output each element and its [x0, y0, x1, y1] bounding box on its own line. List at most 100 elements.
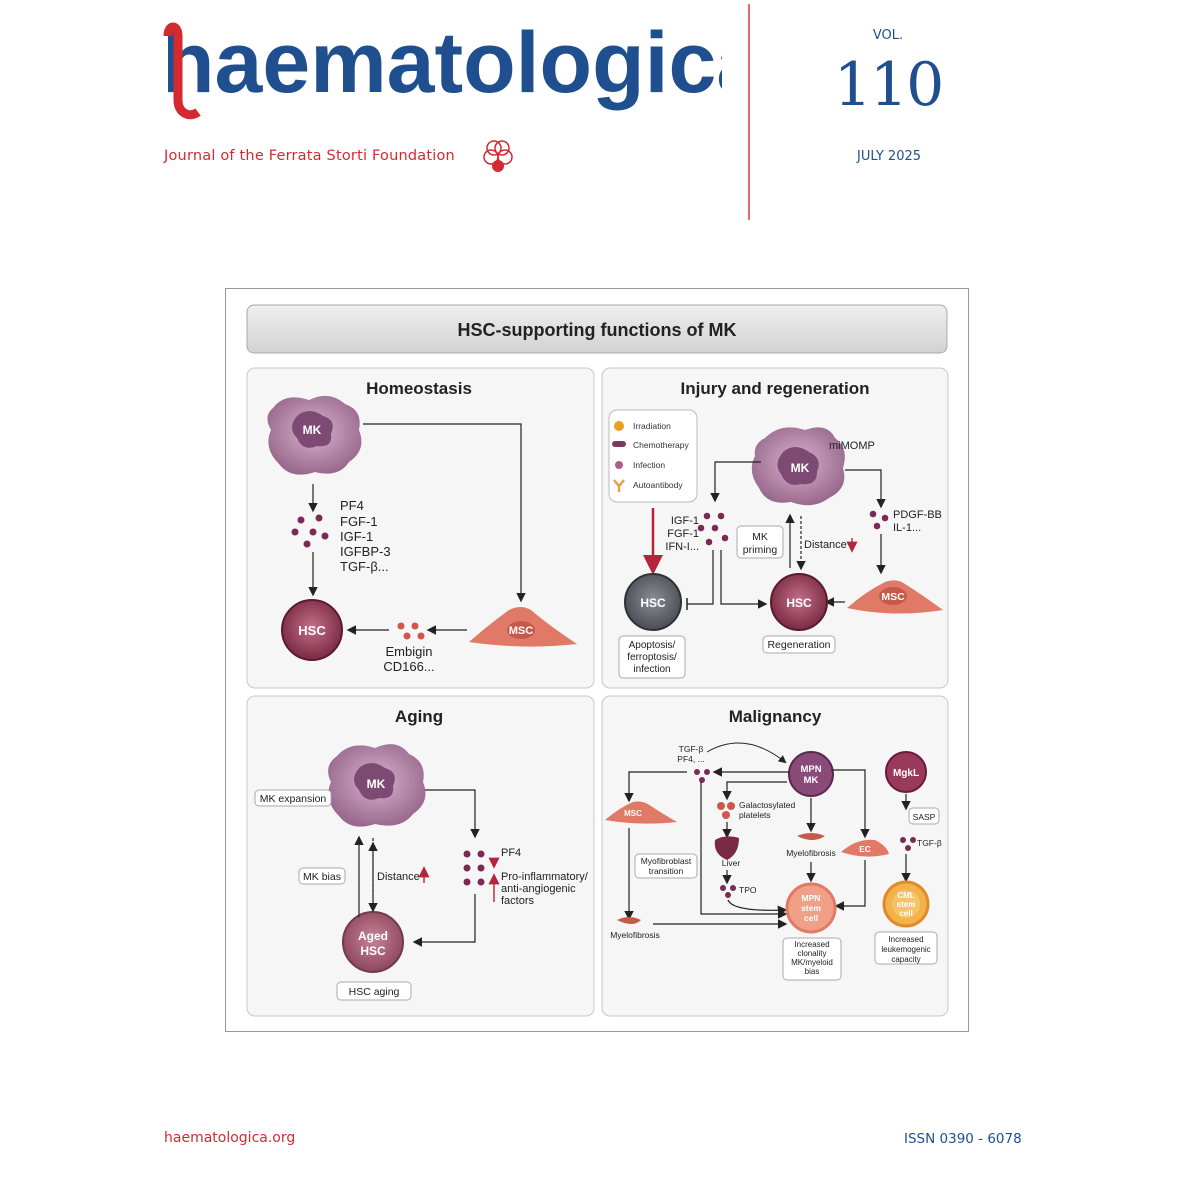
- mk-bias-box: [298, 867, 346, 885]
- homeostasis-factor-dots: [291, 514, 329, 548]
- injury-mk-cell: MK: [751, 427, 845, 506]
- svg-text:bias: bias: [805, 967, 820, 976]
- issue-date: JULY 2025: [856, 149, 922, 164]
- svg-text:Increased: Increased: [888, 935, 923, 944]
- svg-text:TPO: TPO: [739, 885, 757, 895]
- svg-text:MK expansion: MK expansion: [260, 793, 327, 805]
- svg-text:MK bias: MK bias: [303, 871, 341, 883]
- svg-text:Infection: Infection: [633, 460, 665, 470]
- svg-text:cell: cell: [804, 913, 818, 923]
- journal-logo: haematologica: [162, 15, 722, 120]
- logo-h-accent: [163, 22, 201, 120]
- regeneration-box: [762, 635, 836, 654]
- svg-text:MPN: MPN: [800, 764, 821, 775]
- svg-text:CML: CML: [897, 891, 914, 900]
- svg-text:MPN: MPN: [802, 893, 821, 903]
- foundation-flower-icon: [483, 140, 513, 172]
- pdgf-label: PDGF-BB: [893, 509, 942, 521]
- mimomp-label: miMOMP: [829, 440, 875, 452]
- svg-text:ferroptosis/: ferroptosis/: [627, 652, 677, 663]
- svg-text:factors: factors: [501, 895, 535, 907]
- platelet-dots: [717, 802, 735, 819]
- svg-text:Irradiation: Irradiation: [633, 421, 671, 431]
- injury-factor-dots: [697, 512, 729, 546]
- malignancy-heading: Malignancy: [729, 707, 822, 726]
- svg-text:Galactosylated: Galactosylated: [739, 800, 795, 810]
- svg-text:TGF-β: TGF-β: [917, 838, 942, 848]
- injury-msc-dots: [869, 510, 889, 530]
- svg-text:HSC aging: HSC aging: [349, 986, 400, 998]
- svg-text:IGF-1: IGF-1: [340, 529, 373, 544]
- liver-icon: [714, 836, 739, 860]
- svg-text:capacity: capacity: [891, 955, 920, 964]
- svg-text:HSC: HSC: [298, 623, 326, 638]
- mgkl-cell: MgkL: [885, 751, 927, 793]
- svg-text:MK: MK: [804, 775, 819, 786]
- svg-text:Autoantibody: Autoantibody: [633, 480, 683, 490]
- svg-text:MK: MK: [752, 531, 768, 543]
- svg-text:leukemogenic: leukemogenic: [881, 945, 930, 954]
- leukemogenic-box: [874, 931, 938, 965]
- antibody-icon: [613, 479, 625, 492]
- panel-aging: [246, 695, 595, 1017]
- svg-text:SASP: SASP: [913, 812, 936, 822]
- mk-expansion-box: [254, 789, 332, 807]
- svg-text:Apoptosis/: Apoptosis/: [629, 640, 676, 651]
- injury-factor-list: IGF-1 FGF-1 IFN-I...: [665, 515, 699, 553]
- journal-subtitle: Journal of the Ferrata Storti Foundation: [164, 148, 455, 164]
- journal-url-link[interactable]: haematologica.org: [164, 1130, 296, 1146]
- homeostasis-msc-cell: MSC: [469, 607, 577, 647]
- aging-mk-cell: MK: [328, 744, 426, 827]
- svg-text:IGFBP-3: IGFBP-3: [340, 544, 391, 559]
- svg-text:platelets: platelets: [739, 810, 771, 820]
- svg-text:TGF-β: TGF-β: [679, 744, 704, 754]
- svg-text:anti-angiogenic: anti-angiogenic: [501, 883, 576, 895]
- svg-text:FGF-1: FGF-1: [340, 514, 378, 529]
- injury-heading: Injury and regeneration: [681, 379, 870, 398]
- malignancy-tgf-dots: [694, 769, 710, 783]
- homeostasis-factor-list: PF4 FGF-1 IGF-1 IGFBP-3 TGF-β...: [340, 498, 391, 574]
- svg-text:IFN-I...: IFN-I...: [665, 541, 699, 553]
- svg-text:MgkL: MgkL: [893, 768, 919, 779]
- aging-factor-dots: [463, 850, 485, 886]
- cd166-label: CD166...: [383, 659, 434, 674]
- svg-text:infection: infection: [633, 664, 670, 675]
- hsc-aging-box: [336, 981, 412, 1001]
- svg-text:MK: MK: [791, 461, 810, 475]
- embigin-label: Embigin: [386, 644, 433, 659]
- svg-text:priming: priming: [743, 544, 778, 556]
- aging-distance-label: Distance: [377, 871, 420, 883]
- myelofibrosis-mid-label: Myelofibrosis: [786, 848, 836, 858]
- injury-legend: Irradiation Chemotherapy Infection Autoa…: [612, 421, 690, 492]
- sasp-tgf-dots: [900, 837, 916, 851]
- cover-illustration: HSC-supporting functions of MK Homeostas…: [225, 288, 969, 1032]
- il1-label: IL-1...: [893, 522, 921, 534]
- mk-priming-box: [736, 525, 784, 559]
- apoptosis-box: [618, 635, 686, 679]
- volume-label: VOL.: [872, 28, 904, 43]
- pill-icon: [612, 441, 626, 447]
- svg-text:Aged: Aged: [358, 929, 388, 943]
- svg-text:IGF-1: IGF-1: [671, 515, 699, 527]
- svg-text:PF4: PF4: [340, 498, 364, 513]
- homeostasis-heading: Homeostasis: [366, 379, 472, 398]
- tpo-dots: [720, 885, 736, 898]
- svg-text:HSC: HSC: [640, 596, 666, 610]
- svg-text:Increased: Increased: [794, 940, 829, 949]
- injury-msc-cell: MSC: [847, 580, 943, 614]
- sasp-box: [908, 807, 940, 825]
- aging-pf4-label: PF4: [501, 847, 521, 859]
- injury-hsc-cell: HSC: [770, 573, 828, 631]
- svg-text:clonality: clonality: [798, 949, 827, 958]
- myelofibrosis-icon: [797, 833, 825, 840]
- svg-text:Liver: Liver: [722, 858, 741, 868]
- injury-distance-label: Distance: [804, 539, 847, 551]
- myofibroblast-icon: [617, 917, 641, 924]
- myelofibrosis-left-label: Myelofibrosis: [610, 930, 660, 940]
- homeostasis-msc-dots: [397, 622, 425, 640]
- svg-text:MK: MK: [303, 423, 322, 437]
- svg-text:Pro-inflammatory/: Pro-inflammatory/: [501, 871, 589, 883]
- header-divider: [748, 4, 750, 220]
- svg-text:Chemotherapy: Chemotherapy: [633, 440, 690, 450]
- journal-name: haematologica: [162, 15, 722, 111]
